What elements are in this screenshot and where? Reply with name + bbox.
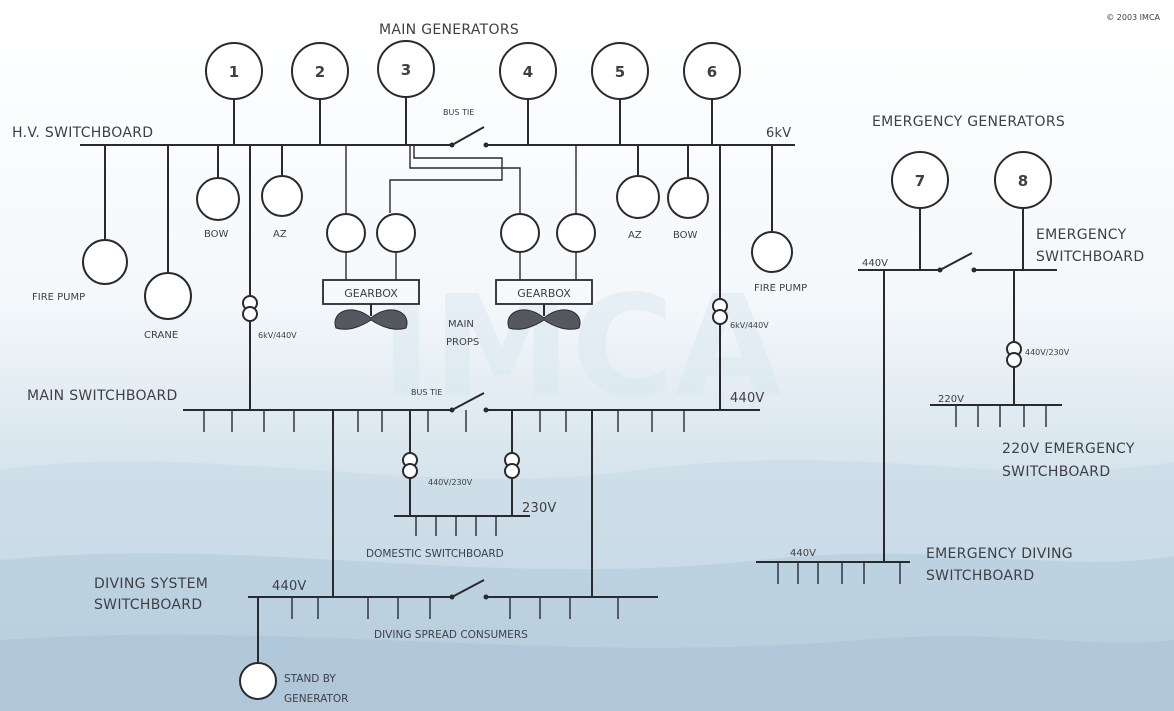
gearbox-left-label: GEARBOX [344,287,398,300]
main-generator-1-number: 1 [229,63,239,81]
main-generator-3-number: 3 [401,61,411,79]
emergency-generators-title: EMERGENCY GENERATORS [872,114,1065,130]
emergency-transformer-label: 440V/230V [1025,348,1070,357]
diving-system-label-2: SWITCHBOARD [94,597,202,613]
fire-pump-left: FIRE PUMP [32,145,128,303]
main-switchboard: MAIN SWITCHBOARD 440V BUS TIE 440V/230V [27,388,765,597]
emergency-220v-label-2: SWITCHBOARD [1002,464,1110,480]
bow-right-label: BOW [673,230,698,241]
az-left-label: AZ [273,229,287,240]
main-generators-title: MAIN GENERATORS [379,22,519,38]
crane-label: CRANE [144,330,178,341]
transformer-right-label: 6kV/440V [730,321,769,330]
propeller-left [334,309,408,330]
transformer-right-hv: 6kV/440V [712,145,769,410]
hv-bus-tie-switch [449,126,489,148]
az-thruster-right: AZ [616,145,660,241]
az-right-label: AZ [628,230,642,241]
propulsion-right: GEARBOX [409,145,596,330]
az-thruster-left: AZ [261,145,303,240]
main-generator-2-number: 2 [315,63,325,81]
domestic-switchboard: 230V DOMESTIC SWITCHBOARD [366,501,557,560]
main-generator-4-number: 4 [523,63,533,81]
emergency-voltage-label: 440V [862,258,888,269]
emergency-diving-voltage-label: 440V [790,548,816,559]
domestic-transformers: 440V/230V [402,410,520,516]
emergency-generator-8-number: 8 [1018,172,1028,190]
emergency-generator-7: 7 [891,151,949,270]
main-generator-6: 6 [683,42,741,145]
domestic-transformer-label: 440V/230V [428,478,473,487]
main-generator-4: 4 [499,42,557,145]
main-generator-6-number: 6 [707,63,717,81]
emergency-diving-label-2: SWITCHBOARD [926,568,1034,584]
main-generator-1: 1 [205,42,263,145]
main-generator-5-number: 5 [615,63,625,81]
transformer-left-label: 6kV/440V [258,331,297,340]
diving-voltage-label: 440V [272,579,307,594]
main-generator-2: 2 [291,42,349,145]
domestic-switchboard-label: DOMESTIC SWITCHBOARD [366,548,504,560]
emergency-bus-tie-switch [937,252,977,273]
emergency-220v-label-1: 220V EMERGENCY [1002,441,1135,457]
main-generator-3: 3 [377,40,435,145]
fire-pump-right-label: FIRE PUMP [754,283,807,294]
transformer-left-hv: 6kV/440V [242,145,297,410]
stand-by-generator [239,662,277,700]
emergency-generator-8: 8 [994,151,1052,270]
hv-bus-tie-label: BUS TIE [443,108,474,117]
emergency-section: EMERGENCY GENERATORS 7 8 440V EMERGENCY … [756,114,1144,584]
main-switchboard-feeders [203,410,685,432]
stand-by-label-2: GENERATOR [284,693,348,705]
hv-switchboard: MAIN GENERATORS H.V. SWITCHBOARD 6kV BUS… [12,22,807,410]
bow-left-label: BOW [204,229,229,240]
crane: CRANE [144,145,192,341]
emergency-220v-voltage-label: 220V [938,394,964,405]
propeller-right [507,309,581,330]
diving-bus-tie-switch [449,579,489,600]
diving-system-label-1: DIVING SYSTEM [94,576,208,592]
hv-switchboard-label: H.V. SWITCHBOARD [12,125,153,141]
bow-thruster-left: BOW [196,145,240,240]
stand-by-label-1: STAND BY [284,673,336,685]
emergency-diving-label-1: EMERGENCY DIVING [926,546,1073,562]
main-voltage-label: 440V [730,391,765,406]
fire-pump-left-label: FIRE PUMP [32,292,85,303]
propulsion-left: GEARBOX [322,145,503,330]
emergency-diving-switchboard: 440V EMERGENCY DIVING SWITCHBOARD [756,546,1073,584]
main-switchboard-label: MAIN SWITCHBOARD [27,388,178,404]
emergency-switchboard-label-1: EMERGENCY [1036,227,1127,243]
main-props-label-1: MAIN [448,319,474,330]
emergency-switchboard-label-2: SWITCHBOARD [1036,249,1144,265]
hv-voltage-label: 6kV [766,126,791,141]
main-generator-5: 5 [591,42,649,145]
main-props-label-2: PROPS [446,337,479,348]
main-bus-tie-label: BUS TIE [411,388,442,397]
emergency-220v-switchboard: 220V 220V EMERGENCY SWITCHBOARD [930,394,1135,480]
emergency-generator-7-number: 7 [915,172,925,190]
bow-thruster-right: BOW [667,145,709,241]
diving-system-switchboard: DIVING SYSTEM SWITCHBOARD 440V DIVING SP… [94,576,658,705]
copyright-text: © 2003 IMCA [1106,13,1160,22]
gearbox-right-label: GEARBOX [517,287,571,300]
domestic-voltage-label: 230V [522,501,557,516]
fire-pump-right: FIRE PUMP [751,145,807,294]
main-bus-tie-switch [449,392,489,413]
diving-spread-consumers-label: DIVING SPREAD CONSUMERS [374,629,528,641]
